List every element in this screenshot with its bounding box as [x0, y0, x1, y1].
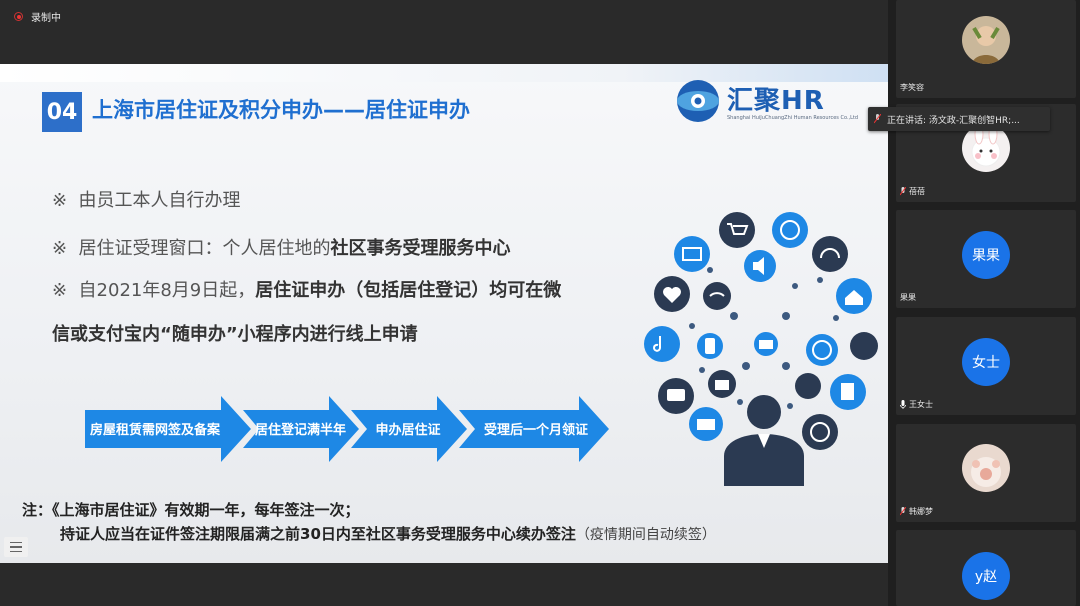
bullet-mark: ※: [52, 238, 68, 259]
step-label: 居住登记满半年: [255, 423, 347, 438]
participant-name: 韩娜梦: [900, 506, 933, 517]
avatar: [962, 444, 1010, 492]
bullet-window: ※ 居住证受理窗口：个人居住地的社区事务受理服务中心: [52, 234, 511, 260]
active-speaker-text: 正在讲话: 汤文政-汇聚创智HR;...: [887, 115, 1020, 126]
slide-notes: 注：《上海市居住证》有效期一年，每年签注一次； 持证人应当在证件签注期限届满之前…: [22, 498, 716, 547]
logo-mark-icon: [677, 80, 719, 122]
notebook-icon: [830, 374, 866, 410]
bullet-text: 居住证受理窗口：个人居住地的: [78, 238, 331, 259]
participant-name: 李笑容: [900, 83, 924, 92]
bullet-text: 自2021年8月9日起，: [78, 280, 256, 301]
participant-name: 王女士: [900, 399, 933, 410]
bullet-online: ※ 自2021年8月9日起，居住证申办（包括居住登记）均可在微: [52, 276, 561, 302]
participant-tile[interactable]: y赵: [896, 530, 1076, 606]
bullet-text-bold: 社区事务受理服务中心: [330, 238, 511, 259]
phone-icon: [697, 333, 723, 359]
step-label: 申办居住证: [375, 423, 441, 438]
participant-name: 蓓蓓: [900, 186, 925, 197]
gift-icon: [708, 370, 736, 398]
participant-tile[interactable]: 韩娜梦: [896, 424, 1076, 522]
wifi-icon: [703, 282, 731, 310]
mic-active-icon: [874, 114, 881, 124]
logo-subtitle: Shanghai HuiJuChuangZhi Human Resources …: [727, 115, 859, 121]
coffee-icon: [795, 373, 821, 399]
avatar: y赵: [962, 552, 1010, 600]
participants-panel: 李笑容 蓓蓓 果果 果果 女士 王女士 韩娜梦 y赵: [888, 0, 1080, 606]
avatar: 果果: [962, 231, 1010, 279]
chat-icon: [658, 378, 694, 414]
bullet-text-bold: 居住证申办（包括居住登记）均可在微: [255, 280, 562, 301]
mic-icon: [900, 400, 906, 409]
participant-tile[interactable]: 果果 果果: [896, 210, 1076, 308]
step-arrow-2: 居住登记满半年: [243, 396, 359, 462]
social-icons-illustration: [644, 212, 878, 486]
step-label: 房屋租赁需网签及备案: [89, 423, 220, 438]
avatar: 女士: [962, 338, 1010, 386]
shared-screen-area: 录制中 04 上海市居住证及积分申办——居住证申办 汇聚HR Shanghai …: [0, 0, 888, 606]
mic-muted-icon: [900, 507, 906, 516]
company-logo: 汇聚HR Shanghai HuiJuChuangZhi Human Resou…: [675, 78, 858, 126]
bullet-online-cont: 信或支付宝内“随申办”小程序内进行线上申请: [52, 324, 418, 345]
note-line-2-bold: 持证人应当在证件签注期限届满之前30日内至社区事务受理服务中心续办签注: [60, 525, 576, 543]
slide-menu-button[interactable]: [4, 537, 28, 557]
speaker-icon: [744, 250, 776, 282]
recording-label: 录制中: [31, 13, 61, 24]
bullet-self-handle: ※ 由员工本人自行办理: [52, 186, 241, 212]
presentation-slide: 04 上海市居住证及积分申办——居住证申办 汇聚HR Shanghai HuiJ…: [0, 64, 888, 563]
music-icon: [644, 326, 680, 362]
slide-header-strip: [0, 64, 888, 82]
mic-muted-icon: [900, 187, 906, 196]
bird-icon: [850, 332, 878, 360]
note-line-2: 持证人应当在证件签注期限届满之前30日内至社区事务受理服务中心续办签注（疫情期间…: [22, 522, 716, 547]
participant-name: 果果: [900, 293, 916, 302]
small-icons-scatter: [689, 267, 839, 409]
globe-icon: [802, 414, 838, 450]
briefcase-icon: [689, 407, 723, 441]
person-silhouette-icon: [724, 395, 804, 486]
recording-indicator[interactable]: 录制中: [14, 9, 61, 24]
bullet-text: 由员工本人自行办理: [78, 190, 241, 211]
participant-tile[interactable]: 女士 王女士: [896, 317, 1076, 415]
smiley-icon: [772, 212, 808, 248]
step-arrow-4: 受理后一个月领证: [459, 396, 609, 462]
record-icon: [14, 12, 23, 21]
bullet-mark: ※: [52, 190, 68, 211]
step-label: 受理后一个月领证: [483, 423, 588, 438]
mail-icon: [674, 236, 710, 272]
heart-icon: [654, 276, 690, 312]
process-steps: 房屋租赁需网签及备案 居住登记满半年 申办居住证 受理后一个月领证: [85, 396, 615, 462]
avatar: [962, 124, 1010, 172]
active-speaker-banner: 正在讲话: 汤文政-汇聚创智HR;...: [868, 107, 1050, 131]
cart-icon: [719, 212, 755, 248]
bullet-mark: ※: [52, 280, 68, 301]
logo-text: 汇聚HR: [727, 86, 825, 116]
step-arrow-3: 申办居住证: [351, 396, 467, 462]
home-icon: [836, 278, 872, 314]
note-line-1: 注：《上海市居住证》有效期一年，每年签注一次；: [22, 501, 360, 519]
participant-tile[interactable]: 李笑容: [896, 0, 1076, 98]
avatar: [962, 16, 1010, 64]
section-number: 04: [42, 92, 82, 132]
camera-icon: [754, 332, 778, 356]
note-line-2-light: （疫情期间自动续签）: [575, 527, 716, 543]
step-arrow-1: 房屋租赁需网签及备案: [85, 396, 251, 462]
slide-title: 上海市居住证及积分申办——居住证申办: [92, 98, 470, 122]
headphones-icon: [812, 236, 848, 272]
clock-icon: [806, 334, 838, 366]
